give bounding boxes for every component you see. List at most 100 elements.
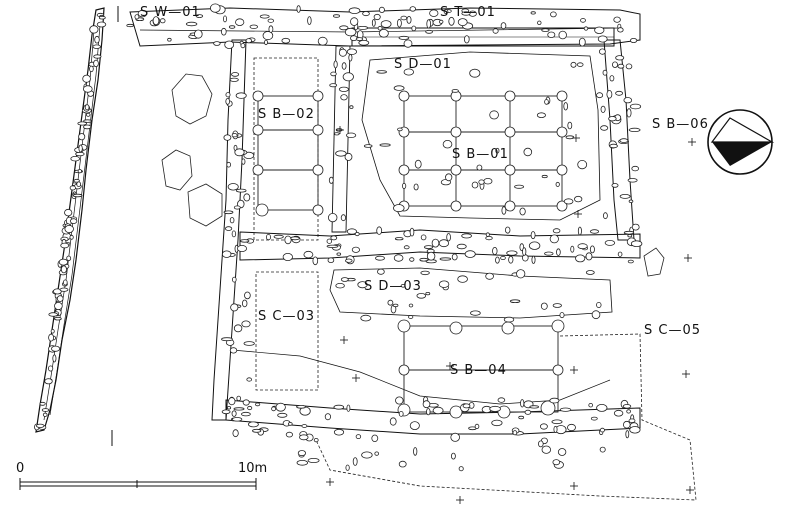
stone <box>228 25 236 29</box>
stone <box>609 75 615 82</box>
stone <box>233 324 243 333</box>
stone <box>585 252 593 261</box>
stone <box>327 257 335 264</box>
stone <box>247 405 253 411</box>
stone <box>623 230 635 235</box>
stone <box>547 31 556 38</box>
stone <box>442 139 453 149</box>
north-arrow-icon <box>707 109 775 175</box>
stone <box>231 417 243 422</box>
stone <box>376 226 383 235</box>
stone <box>594 26 605 34</box>
stone <box>409 421 420 431</box>
stone <box>450 432 461 442</box>
stone <box>458 466 464 472</box>
stone <box>439 19 444 24</box>
stone <box>83 85 93 93</box>
stone <box>628 418 636 423</box>
stone <box>249 24 258 29</box>
stone <box>338 48 347 57</box>
stone <box>98 16 106 20</box>
stone <box>500 255 506 260</box>
stone <box>89 65 94 73</box>
stone <box>345 464 350 471</box>
stone <box>340 277 349 282</box>
stone <box>603 212 608 220</box>
stone <box>77 121 87 126</box>
stone <box>604 239 616 246</box>
stone <box>589 229 600 234</box>
sc-03-dashed-outline <box>255 271 319 391</box>
stone <box>313 437 319 443</box>
sd-01-contour <box>361 51 601 221</box>
stone <box>392 303 399 308</box>
stone <box>355 434 362 440</box>
stone <box>375 255 385 261</box>
stone <box>236 395 242 402</box>
stone <box>393 85 405 91</box>
stone <box>570 61 577 68</box>
stone <box>312 256 319 266</box>
stone <box>596 92 604 99</box>
stone <box>267 18 274 23</box>
stone <box>58 258 69 266</box>
stone <box>228 397 236 406</box>
stone <box>406 15 412 24</box>
stone <box>426 19 432 29</box>
stone <box>512 430 518 436</box>
stone <box>626 409 631 414</box>
stone <box>506 250 518 256</box>
label-sd-01: S D—01 <box>394 57 452 72</box>
stone <box>335 150 347 157</box>
stone <box>583 26 589 31</box>
stone <box>379 143 391 147</box>
stone <box>275 402 286 412</box>
stone <box>240 411 251 417</box>
stone <box>243 341 255 346</box>
stone <box>559 407 572 412</box>
stone <box>446 232 451 242</box>
stone <box>413 447 418 456</box>
stone <box>335 283 345 289</box>
stone <box>64 208 73 217</box>
stone <box>557 448 567 456</box>
stone <box>403 39 413 48</box>
stone <box>223 134 232 141</box>
stone <box>50 328 55 334</box>
stone <box>413 183 419 191</box>
stone <box>231 133 238 138</box>
stone <box>346 404 351 412</box>
stone <box>451 89 459 93</box>
stone <box>599 48 606 55</box>
stone <box>550 11 557 18</box>
stone <box>342 72 354 82</box>
stone <box>357 25 369 30</box>
stone <box>277 412 288 418</box>
stone <box>229 347 238 354</box>
stone <box>491 419 503 427</box>
stone <box>429 9 439 17</box>
stone <box>377 25 383 31</box>
stone <box>93 59 99 68</box>
stone <box>540 302 548 310</box>
stone <box>556 248 561 257</box>
stone <box>617 27 624 33</box>
label-sb-04: S B—04 <box>450 363 507 378</box>
stone <box>351 246 360 253</box>
stone <box>352 457 358 466</box>
stone <box>344 27 357 37</box>
stone <box>39 401 46 406</box>
stone <box>553 425 558 433</box>
stone <box>223 210 234 215</box>
stone <box>134 14 140 20</box>
stone <box>377 268 385 275</box>
stone <box>271 406 277 412</box>
stone <box>625 63 633 70</box>
stone <box>387 299 394 306</box>
stone <box>72 193 83 198</box>
stone <box>520 399 525 408</box>
stone <box>76 181 81 188</box>
stone <box>609 143 618 149</box>
stone <box>84 104 90 111</box>
stone <box>233 407 245 411</box>
